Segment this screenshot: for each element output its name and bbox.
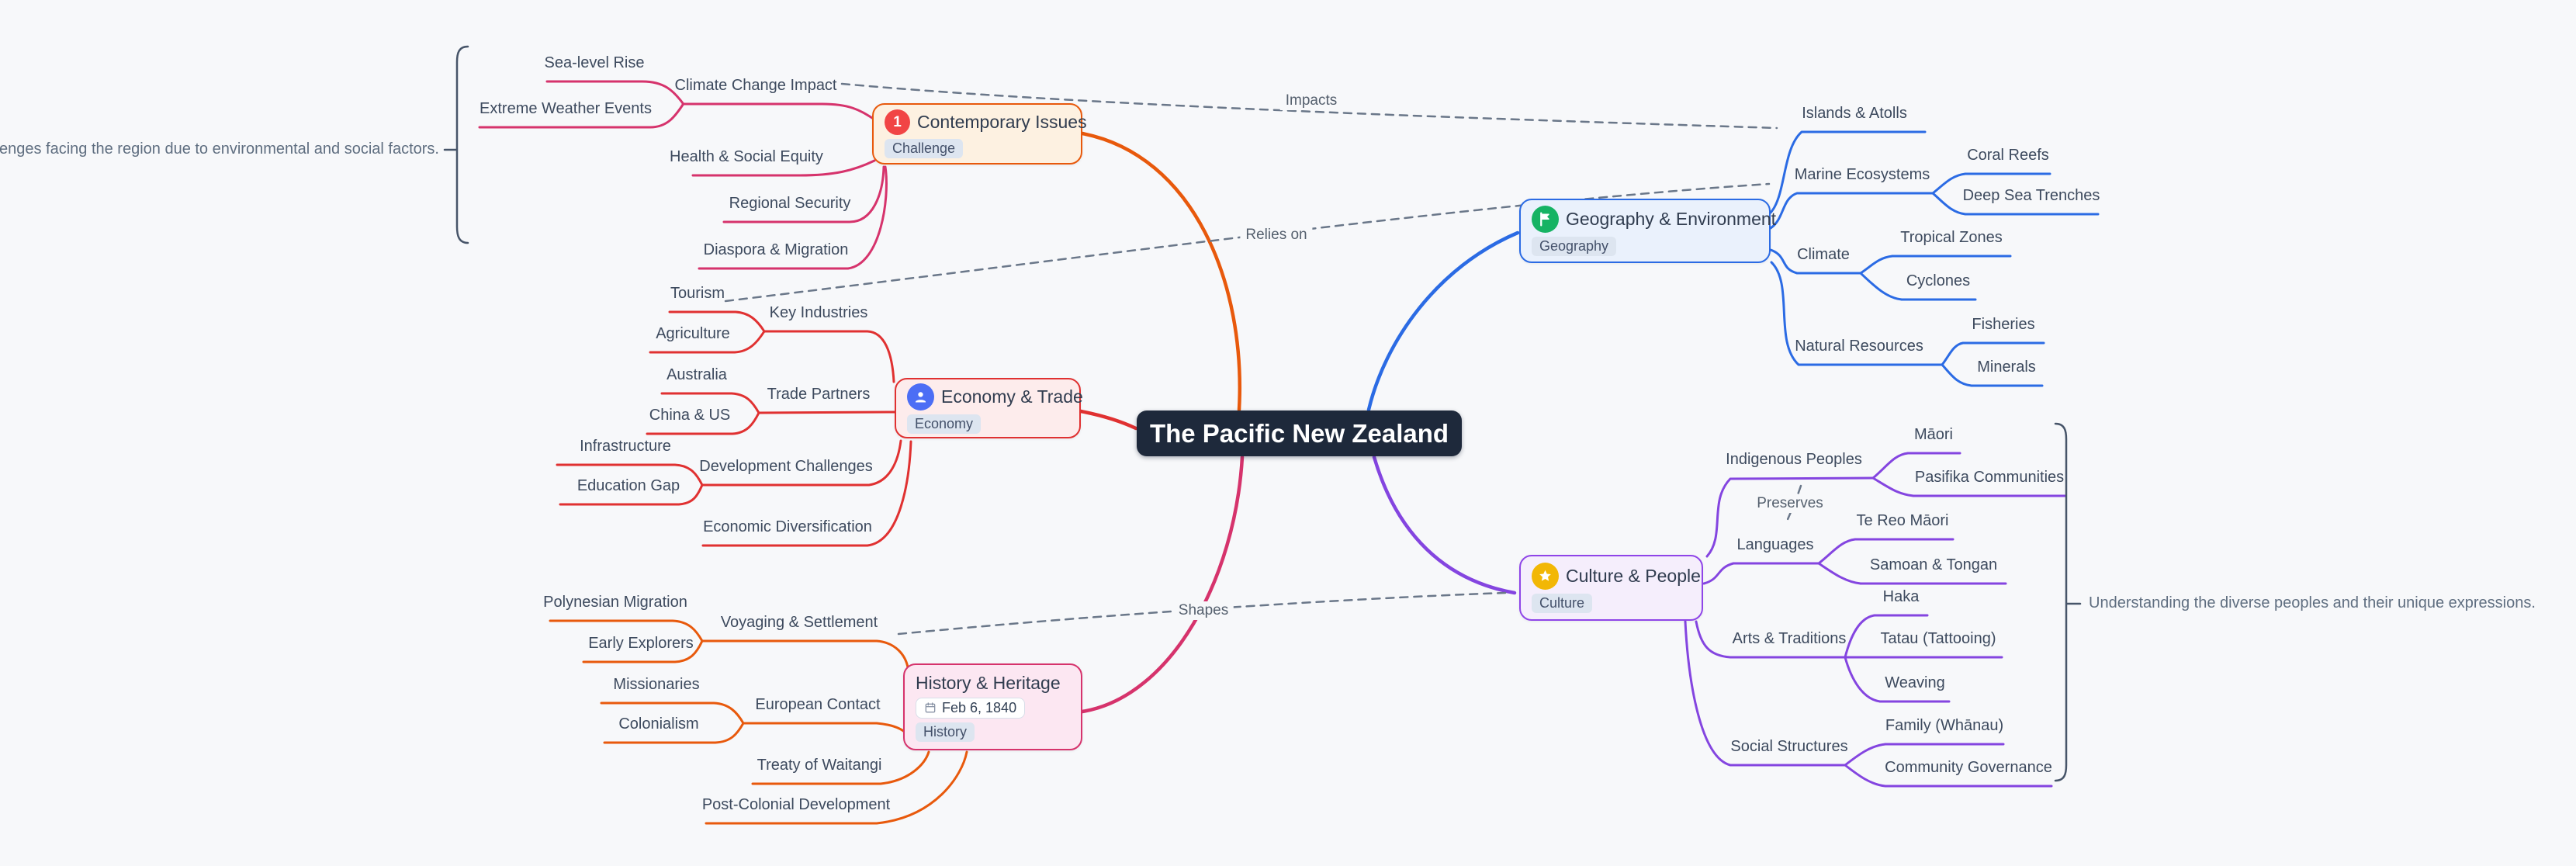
root-branch-edges bbox=[1079, 131, 1520, 714]
topic-samoan-tongan[interactable]: Samoan & Tongan bbox=[1869, 556, 1998, 573]
topic-key-industries[interactable]: Key Industries bbox=[769, 304, 868, 321]
root-title: The Pacific New Zealand bbox=[1149, 418, 1449, 448]
topic-minerals[interactable]: Minerals bbox=[1977, 359, 2036, 376]
topic-weaving[interactable]: Weaving bbox=[1885, 674, 1945, 691]
tag-culture: Culture bbox=[1532, 594, 1593, 613]
person-icon bbox=[907, 383, 934, 410]
node-title: Contemporary Issues bbox=[917, 112, 1087, 132]
right-bracket bbox=[2054, 422, 2082, 782]
topic-diaspora-migration[interactable]: Diaspora & Migration bbox=[703, 241, 849, 258]
topic-economic-diversification[interactable]: Economic Diversification bbox=[703, 518, 872, 535]
node-title: History & Heritage bbox=[916, 672, 1061, 693]
topic-health-social-equity[interactable]: Health & Social Equity bbox=[670, 148, 823, 165]
topic-polynesian-migration[interactable]: Polynesian Migration bbox=[543, 594, 687, 611]
relation-label-relies-on[interactable]: Relies on bbox=[1240, 226, 1313, 244]
topic-agriculture[interactable]: Agriculture bbox=[656, 325, 730, 342]
node-culture-people[interactable]: Culture & People Culture bbox=[1519, 555, 1703, 621]
relation-shapes-line bbox=[897, 591, 1507, 636]
node-title-row: Geography & Environment bbox=[1532, 206, 1776, 233]
topic-marine-ecosystems[interactable]: Marine Ecosystems bbox=[1794, 166, 1930, 183]
topic-australia[interactable]: Australia bbox=[667, 366, 727, 383]
topic-post-colonial-development[interactable]: Post-Colonial Development bbox=[701, 796, 891, 813]
topic-missionaries[interactable]: Missionaries bbox=[613, 676, 700, 693]
topic-early-explorers[interactable]: Early Explorers bbox=[588, 635, 694, 652]
topic-tatau-tattooing[interactable]: Tatau (Tattooing) bbox=[1880, 630, 1996, 647]
node-title: Economy & Trade bbox=[941, 386, 1083, 407]
relation-links bbox=[724, 82, 1802, 636]
calendar-icon bbox=[924, 701, 937, 714]
tag-geography: Geography bbox=[1532, 237, 1617, 256]
topic-european-contact[interactable]: European Contact bbox=[755, 696, 881, 713]
node-economy-trade[interactable]: Economy & Trade Economy bbox=[895, 378, 1083, 438]
topic-coral-reefs[interactable]: Coral Reefs bbox=[1967, 147, 2049, 164]
topic-infrastructure[interactable]: Infrastructure bbox=[580, 438, 671, 455]
node-title-row: Economy & Trade bbox=[907, 383, 1083, 410]
topic-sea-level-rise[interactable]: Sea-level Rise bbox=[544, 54, 645, 71]
date-value: Feb 6, 1840 bbox=[942, 699, 1017, 715]
topic-haka[interactable]: Haka bbox=[1882, 588, 1920, 605]
star-icon bbox=[1532, 563, 1559, 590]
topic-development-challenges[interactable]: Development Challenges bbox=[699, 458, 873, 475]
node-contemporary-issues[interactable]: 1 Contemporary Issues Challenge bbox=[872, 103, 1087, 165]
relation-label-shapes[interactable]: Shapes bbox=[1172, 601, 1234, 620]
topic-arts-traditions[interactable]: Arts & Traditions bbox=[1732, 630, 1847, 647]
economy-branch-lines bbox=[556, 310, 912, 547]
topic-natural-resources[interactable]: Natural Resources bbox=[1795, 338, 1923, 355]
tag-economy: Economy bbox=[907, 414, 982, 434]
topic-languages[interactable]: Languages bbox=[1736, 536, 1814, 553]
left-bracket bbox=[443, 45, 469, 244]
right-branch-note: Understanding the diverse peoples and th… bbox=[2089, 594, 2536, 611]
annotation-brackets bbox=[443, 45, 2082, 782]
topic-islands-atolls[interactable]: Islands & Atolls bbox=[1802, 105, 1907, 122]
date-pill: Feb 6, 1840 bbox=[916, 697, 1026, 719]
topic-china-us[interactable]: China & US bbox=[649, 407, 731, 424]
topic-voyaging-settlement[interactable]: Voyaging & Settlement bbox=[720, 614, 878, 631]
root-node[interactable]: The Pacific New Zealand bbox=[1137, 410, 1462, 456]
culture-branch-lines bbox=[1684, 452, 2067, 788]
topic-tropical-zones[interactable]: Tropical Zones bbox=[1900, 229, 2003, 246]
topic-tourism[interactable]: Tourism bbox=[670, 285, 725, 302]
topic-treaty-of-waitangi[interactable]: Treaty of Waitangi bbox=[757, 757, 882, 774]
topic-community-governance[interactable]: Community Governance bbox=[1885, 759, 2052, 776]
node-title-row: Culture & People bbox=[1532, 563, 1701, 590]
contemporary-branch-lines bbox=[478, 80, 888, 270]
topic-deep-sea-trenches[interactable]: Deep Sea Trenches bbox=[1962, 187, 2100, 204]
relation-impacts-line bbox=[840, 82, 1778, 130]
relation-label-preserves[interactable]: Preserves bbox=[1751, 494, 1829, 513]
topic-fisheries[interactable]: Fisheries bbox=[1972, 316, 2035, 333]
node-title: Culture & People bbox=[1566, 566, 1701, 586]
topic-te-reo-maori[interactable]: Te Reo Māori bbox=[1856, 512, 1949, 529]
tag-history: History bbox=[916, 722, 975, 742]
relation-label-impacts[interactable]: Impacts bbox=[1279, 92, 1343, 110]
flag-icon bbox=[1532, 206, 1559, 233]
topic-climate[interactable]: Climate bbox=[1797, 246, 1850, 263]
topic-family-whanau[interactable]: Family (Whānau) bbox=[1885, 717, 2004, 734]
topic-maori[interactable]: Māori bbox=[1913, 426, 1954, 443]
node-history-heritage[interactable]: History & Heritage Feb 6, 1840 History bbox=[903, 663, 1082, 750]
topic-regional-security[interactable]: Regional Security bbox=[729, 195, 851, 212]
topic-extreme-weather-events[interactable]: Extreme Weather Events bbox=[480, 100, 652, 117]
priority-1-badge-icon: 1 bbox=[885, 109, 910, 135]
topic-cyclones[interactable]: Cyclones bbox=[1906, 272, 1971, 289]
topic-education-gap[interactable]: Education Gap bbox=[576, 477, 680, 494]
node-title-row: 1 Contemporary Issues bbox=[885, 109, 1087, 135]
topic-indigenous-peoples[interactable]: Indigenous Peoples bbox=[1726, 451, 1862, 468]
node-title: Geography & Environment bbox=[1566, 209, 1777, 229]
tag-challenge: Challenge bbox=[885, 139, 964, 158]
geography-branch-lines bbox=[1769, 130, 2100, 387]
topic-colonialism[interactable]: Colonialism bbox=[618, 715, 699, 733]
topic-social-structures[interactable]: Social Structures bbox=[1730, 738, 1848, 755]
node-geography-environment[interactable]: Geography & Environment Geography bbox=[1519, 199, 1776, 263]
topic-pasifika-communities[interactable]: Pasifika Communities bbox=[1914, 469, 2065, 486]
left-branch-note: Challenges facing the region due to envi… bbox=[0, 140, 439, 158]
topic-climate-change-impact[interactable]: Climate Change Impact bbox=[674, 77, 837, 94]
topic-trade-partners[interactable]: Trade Partners bbox=[767, 386, 871, 403]
